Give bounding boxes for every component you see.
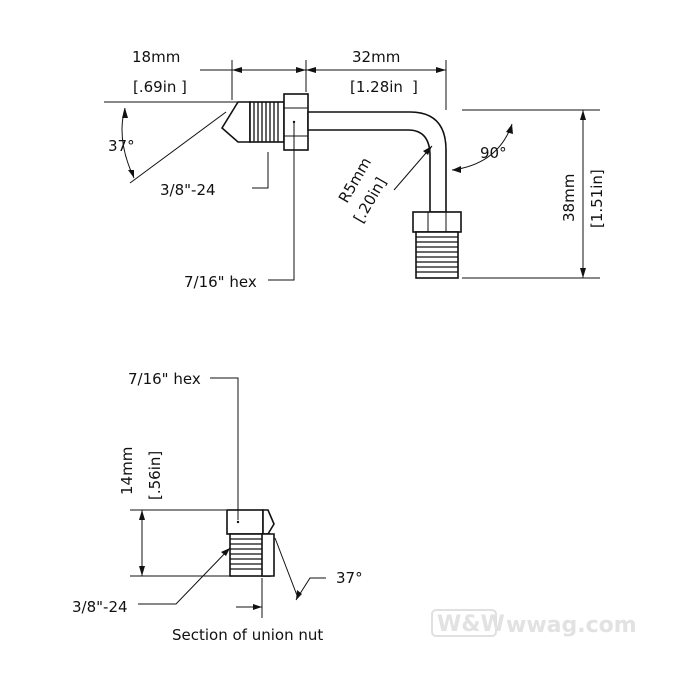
dim-height-mm: 38mm bbox=[560, 174, 578, 222]
nut-thread-lines bbox=[230, 538, 262, 570]
hex-lower bbox=[412, 211, 462, 233]
section-caption: Section of union nut bbox=[172, 626, 323, 644]
hex-label: 7/16" hex bbox=[184, 273, 257, 291]
dim-width-mm: 32mm bbox=[352, 48, 400, 66]
dim-length-in: [.69in bbox=[133, 78, 176, 96]
dim-height-in: [1.51in] bbox=[588, 169, 606, 228]
elbow-fitting bbox=[220, 93, 462, 279]
dim-length-in-close: ] bbox=[181, 78, 187, 96]
thread-body-left bbox=[249, 101, 285, 143]
labels-section: 7/16" hex 14mm [.56in] 3/8"-24 37° Secti… bbox=[72, 370, 363, 644]
nut-chamfer bbox=[262, 509, 275, 535]
nut-hex-body bbox=[226, 509, 264, 535]
dimension-lines-section bbox=[130, 377, 326, 618]
watermark-logo: W&W bbox=[437, 612, 505, 637]
section-angle-label: 37° bbox=[336, 569, 363, 587]
angle-bend-label: 90° bbox=[480, 144, 507, 162]
dim-width-in: [1.28in bbox=[350, 78, 403, 96]
section-hex-label: 7/16" hex bbox=[128, 370, 201, 388]
hex-nut bbox=[283, 93, 309, 151]
pipe-thread bbox=[415, 231, 459, 279]
thread-label: 3/8"-24 bbox=[160, 181, 216, 199]
section-height-in: [.56in] bbox=[146, 451, 164, 500]
watermark: W&W wwag.com bbox=[431, 609, 637, 638]
dim-length-mm: 18mm bbox=[132, 48, 180, 66]
section-thread-label: 3/8"-24 bbox=[72, 598, 128, 616]
section-height-mm: 14mm bbox=[118, 447, 136, 495]
nut-seat bbox=[261, 533, 275, 577]
union-nut-section bbox=[226, 509, 275, 577]
dim-width-in-close: ] bbox=[412, 78, 418, 96]
thread-lines-bottom bbox=[416, 236, 458, 273]
thread-lines-left bbox=[253, 102, 279, 142]
angle-flare-label: 37° bbox=[108, 137, 135, 155]
dimension-lines-top bbox=[104, 60, 600, 281]
labels-top: 18mm [.69in ] 32mm [1.28in ] 37° 90° 3/8… bbox=[108, 48, 606, 291]
flare-nose bbox=[220, 101, 251, 143]
watermark-site: wwag.com bbox=[506, 613, 637, 638]
